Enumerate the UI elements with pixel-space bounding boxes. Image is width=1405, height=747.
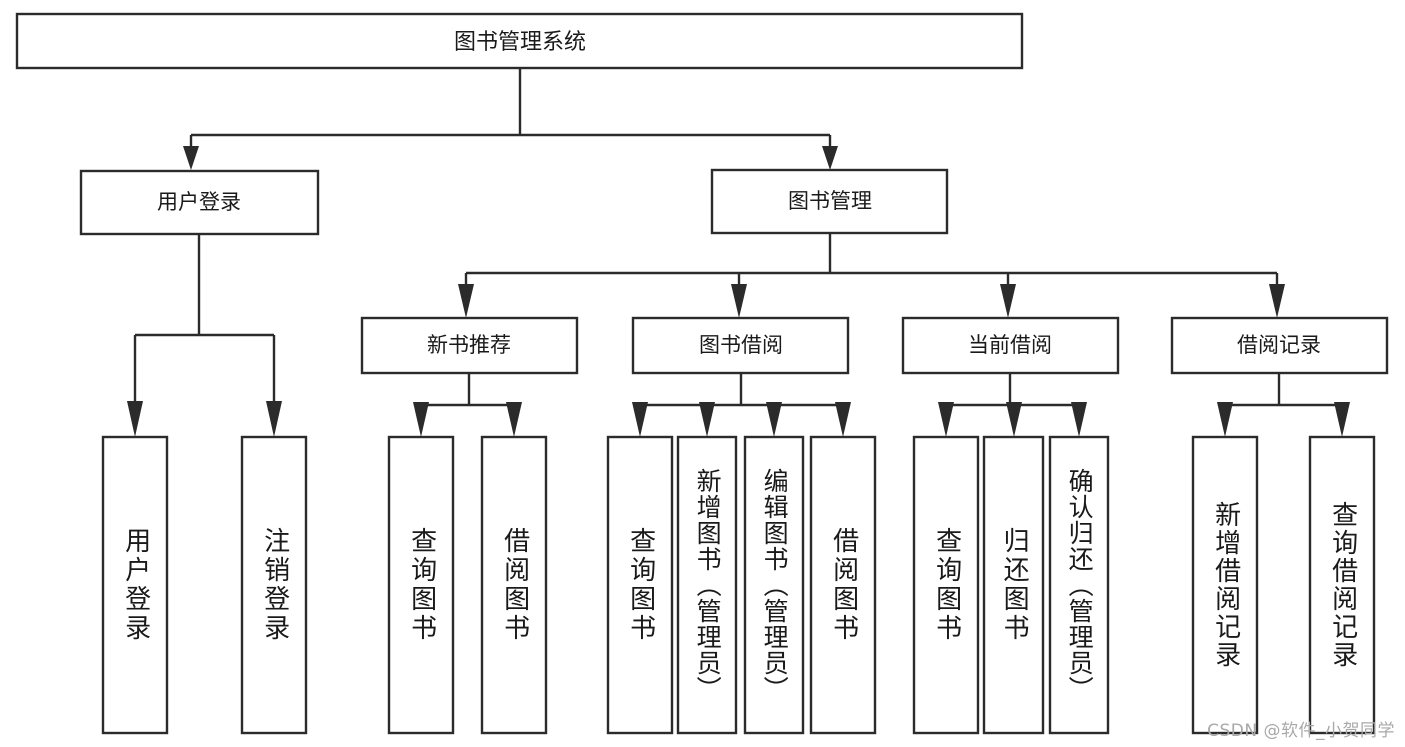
node-book-management[interactable]: 图书管理 bbox=[710, 168, 949, 235]
arrow-head-leaf-add-book bbox=[699, 402, 715, 437]
node-user-login-label: 用户登录 bbox=[157, 190, 241, 214]
node-borrow-record-label: 借阅记录 bbox=[1237, 333, 1321, 357]
node-root-label: 图书管理系统 bbox=[454, 30, 586, 55]
node-book-borrow[interactable]: 图书借阅 bbox=[631, 316, 850, 375]
arrow-head-leaf-query-book-1 bbox=[413, 402, 429, 437]
node-root-box[interactable] bbox=[15, 12, 1024, 70]
node-borrow-record-box[interactable] bbox=[1170, 316, 1389, 375]
node-borrow-record[interactable]: 借阅记录 bbox=[1170, 316, 1389, 375]
leaf-box-add-book[interactable] bbox=[676, 435, 738, 735]
leaf-box-query-book-1[interactable] bbox=[387, 435, 455, 735]
arrow-head-leaf-return-book bbox=[1006, 402, 1022, 437]
node-book-borrow-label: 图书借阅 bbox=[699, 333, 783, 357]
node-current-borrow-label: 当前借阅 bbox=[968, 333, 1052, 357]
node-book-management-box[interactable] bbox=[710, 168, 949, 235]
arrow-head-leaf-borrow-book-2 bbox=[835, 402, 851, 437]
node-new-book-recommend[interactable]: 新书推荐 bbox=[360, 316, 579, 375]
leaf-box-group bbox=[101, 435, 1376, 735]
arrow-head-leaf-add-record bbox=[1217, 402, 1233, 437]
node-user-login-box[interactable] bbox=[79, 169, 320, 236]
arrow-head-leaf-confirm-return bbox=[1071, 402, 1087, 437]
leaf-box-logout-login[interactable] bbox=[240, 435, 308, 735]
arrow-head-new-book-recommend bbox=[458, 284, 474, 318]
node-book-management-label: 图书管理 bbox=[788, 189, 872, 213]
arrow-head-leaf-query-record bbox=[1334, 402, 1350, 437]
node-current-borrow-box[interactable] bbox=[901, 316, 1120, 375]
leaf-box-edit-book[interactable] bbox=[743, 435, 805, 735]
leaf-box-query-book-2[interactable] bbox=[606, 435, 674, 735]
leaf-box-borrow-book-2[interactable] bbox=[809, 435, 877, 735]
connector-group bbox=[127, 68, 1350, 437]
node-book-borrow-box[interactable] bbox=[631, 316, 850, 375]
node-user-login[interactable]: 用户登录 bbox=[79, 169, 320, 236]
leaf-box-query-record[interactable] bbox=[1308, 435, 1376, 735]
arrow-head-leaf-logout-login bbox=[266, 401, 282, 437]
watermark-text: CSDN @软件_小贺同学 bbox=[1207, 721, 1395, 741]
node-new-book-recommend-box[interactable] bbox=[360, 316, 579, 375]
arrow-head-user-login bbox=[183, 146, 199, 170]
arrow-head-book-management bbox=[822, 146, 838, 170]
leaf-box-return-book[interactable] bbox=[982, 435, 1045, 735]
leaf-box-query-book-3[interactable] bbox=[912, 435, 980, 735]
arrow-head-borrow-record bbox=[1269, 284, 1285, 318]
arrow-head-leaf-edit-book bbox=[766, 402, 782, 437]
arrow-head-leaf-query-book-3 bbox=[938, 402, 954, 437]
node-new-book-recommend-label: 新书推荐 bbox=[427, 333, 511, 357]
leaf-box-confirm-return[interactable] bbox=[1048, 435, 1110, 735]
node-current-borrow[interactable]: 当前借阅 bbox=[901, 316, 1120, 375]
arrow-head-current-borrow bbox=[1000, 284, 1016, 318]
leaf-box-borrow-book-1[interactable] bbox=[480, 435, 548, 735]
arrow-head-leaf-user-login bbox=[127, 401, 143, 437]
arrow-head-leaf-query-book-2 bbox=[632, 402, 648, 437]
leaf-box-user-login[interactable] bbox=[101, 435, 169, 735]
leaf-box-add-record[interactable] bbox=[1191, 435, 1259, 735]
node-root[interactable]: 图书管理系统 bbox=[15, 12, 1024, 70]
arrow-head-leaf-borrow-book-1 bbox=[506, 402, 522, 437]
arrow-head-book-borrow bbox=[731, 284, 747, 318]
